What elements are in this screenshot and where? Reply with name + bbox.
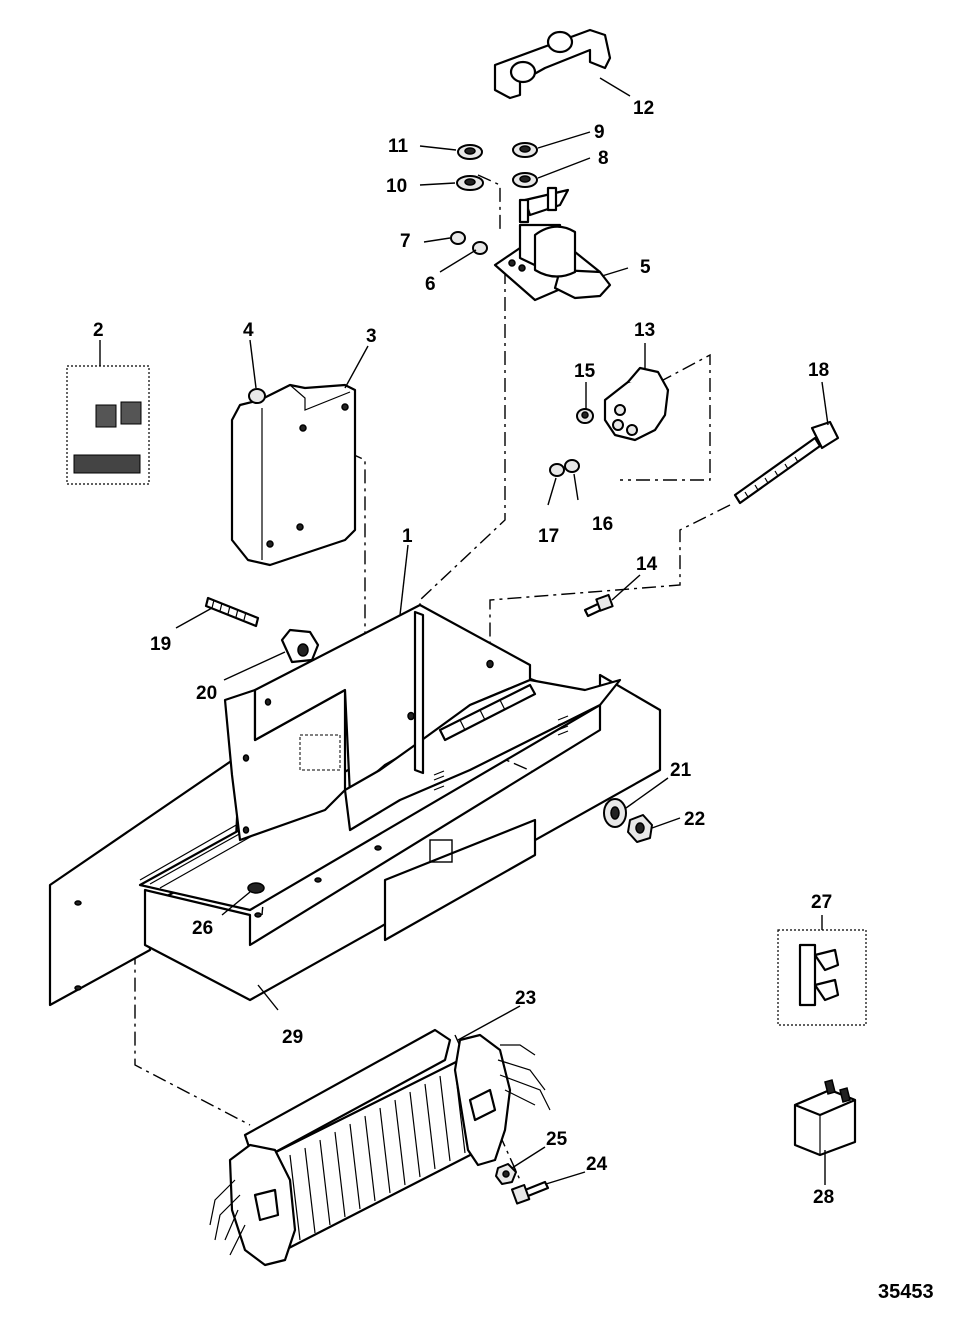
decal [66, 365, 150, 485]
callout-16: 16 [592, 514, 613, 535]
figure-number: 35453 [878, 1281, 934, 1303]
callout-28: 28 [813, 1187, 834, 1208]
engine-control-module [209, 1028, 551, 1267]
spring-and-bushing [204, 596, 320, 664]
leader-lines [99, 77, 829, 1185]
starter-solenoid [493, 186, 612, 302]
callout-24: 24 [586, 1154, 608, 1175]
callout-19: 19 [150, 634, 171, 655]
callout-12: 12 [633, 98, 654, 119]
ecm-bolt-and-washer [495, 1163, 550, 1205]
callout-8: 8 [598, 148, 609, 169]
callout-14: 14 [636, 554, 658, 575]
washer-and-nut-21-22 [603, 798, 653, 843]
callout-18: 18 [808, 360, 829, 381]
callout-11: 11 [388, 136, 409, 157]
callout-26: 26 [192, 918, 213, 939]
module-cover [230, 383, 357, 567]
callout-21: 21 [670, 760, 692, 781]
callout-27: 27 [811, 892, 832, 913]
nuts-and-washers [450, 142, 538, 255]
callout-20: 20 [196, 683, 217, 704]
callout-4: 4 [243, 320, 254, 341]
terminal-cover [493, 28, 612, 100]
long-bolt [733, 420, 840, 505]
callout-9: 9 [594, 122, 605, 143]
callout-3: 3 [366, 326, 377, 347]
callout-25: 25 [546, 1129, 568, 1150]
callout-1: 1 [402, 526, 413, 547]
callout-15: 15 [574, 361, 596, 382]
callout-2: 2 [93, 320, 104, 341]
callout-17: 17 [538, 526, 559, 547]
callout-6: 6 [425, 274, 436, 295]
callout-23: 23 [515, 988, 536, 1009]
upper-mounting-bracket [223, 603, 622, 842]
callout-labels: 1 2 3 4 5 6 7 8 9 10 11 12 13 14 15 16 1… [93, 98, 834, 1208]
relay [793, 1079, 857, 1157]
callout-13: 13 [634, 320, 655, 341]
small-bolt [583, 593, 614, 618]
callout-22: 22 [684, 809, 705, 830]
callout-7: 7 [400, 231, 411, 252]
callout-5: 5 [640, 257, 651, 278]
callout-29: 29 [282, 1027, 303, 1048]
circuit-breaker [549, 366, 670, 477]
callout-10: 10 [386, 176, 407, 197]
fuse-box-27 [777, 929, 867, 1026]
